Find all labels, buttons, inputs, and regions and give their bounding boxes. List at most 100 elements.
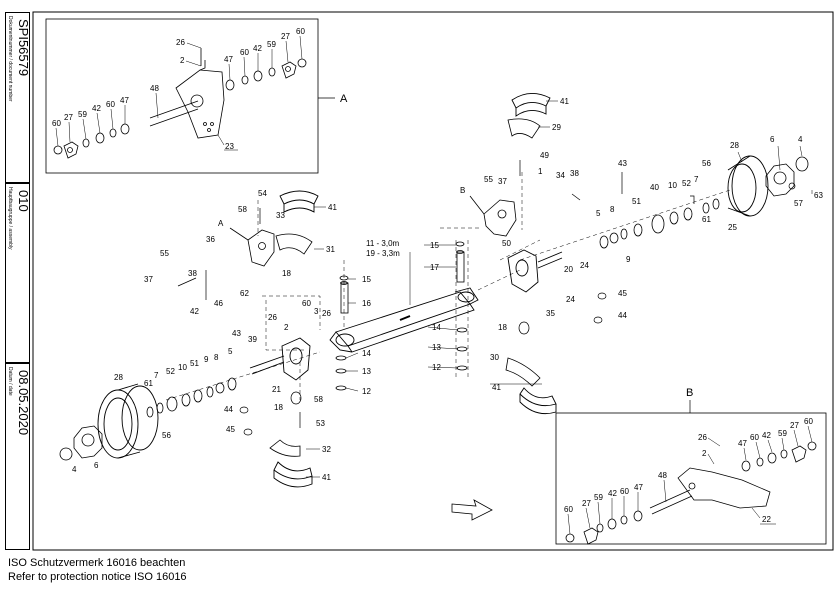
callout-m-7a: 7 (694, 175, 699, 184)
detail-a-frame (45, 18, 319, 174)
callout-m-58a: 58 (238, 205, 247, 214)
callout-m-24b: 24 (566, 295, 575, 304)
callout-m-9a: 9 (626, 255, 631, 264)
brake-lining-31 (275, 233, 313, 255)
detail-a-washers-left (53, 123, 130, 159)
callout-m-1: 1 (538, 167, 543, 176)
callout-m-12b: 12 (362, 387, 371, 396)
callout-m-29: 29 (552, 123, 561, 132)
callout-m-63: 63 (814, 191, 823, 200)
callout-b-42a: 42 (762, 431, 771, 440)
callout-m-53: 53 (316, 419, 325, 428)
callout-m-25: 25 (728, 223, 737, 232)
direction-arrow-icon (451, 499, 493, 521)
callout-m-52b: 52 (166, 367, 175, 376)
fasteners (177, 160, 796, 436)
callout-m-28b: 28 (114, 373, 123, 382)
callout-m-15a: 15 (430, 241, 439, 250)
callout-m-18a: 18 (282, 269, 291, 278)
callout-m-5a: 5 (596, 209, 601, 218)
axle-beam (329, 287, 479, 353)
callout-m-33: 33 (276, 211, 285, 220)
callout-a-48: 48 (150, 84, 159, 93)
bracket-a (229, 227, 275, 267)
callout-m-51a: 51 (632, 197, 641, 206)
callout-m-41b: 41 (328, 203, 337, 212)
callout-b-42b: 42 (608, 489, 617, 498)
detail-b-callouts: 26 2 47 60 42 59 27 60 48 60 27 59 42 60… (564, 417, 813, 524)
main-leaders (306, 100, 813, 478)
callout-m-43b: 43 (232, 329, 241, 338)
callout-m-20: 20 (564, 265, 573, 274)
callout-m-55b: 55 (160, 249, 169, 258)
main-group: 010 (16, 190, 31, 212)
callout-a-47b: 47 (120, 96, 129, 105)
date-label: Datum / date (7, 367, 13, 396)
callout-m-24a: 24 (580, 261, 589, 270)
protection-notice-en: Refer to protection notice ISO 16016 (8, 571, 187, 583)
callout-m-13b: 13 (362, 367, 371, 376)
callout-b-60c: 60 (564, 505, 573, 514)
callout-a: A (218, 219, 224, 228)
axle-length-1: 11 - 3,0m (366, 239, 400, 248)
callout-m-8a: 8 (610, 205, 615, 214)
protection-notice-de: ISO Schutzvermerk 16016 beachten (8, 557, 186, 569)
callout-m-18b: 18 (498, 323, 507, 332)
callout-m-50: 50 (502, 239, 511, 248)
callout-m-26: 26 (268, 313, 277, 322)
assembly-dashed-lines (165, 172, 731, 401)
callout-m-14b: 14 (362, 349, 371, 358)
main-group-label: Hauptbaugruppe / assembly (7, 187, 13, 250)
callout-m-26: 26 (322, 309, 331, 318)
callout-m-41a: 41 (560, 97, 569, 106)
callout-b-60d: 60 (620, 487, 629, 496)
callout-m-30: 30 (490, 353, 499, 362)
date: 08.05.2020 (16, 370, 31, 436)
callout-b-60b: 60 (804, 417, 813, 426)
detail-a-washers-right (225, 58, 307, 91)
document-number: SPI56579 (16, 19, 31, 77)
callout-m-56b: 56 (162, 431, 171, 440)
callout-b: B (460, 186, 465, 195)
callout-m-52a: 52 (682, 179, 691, 188)
callout-b-59b: 59 (594, 493, 603, 502)
hub-right (765, 156, 809, 197)
callout-a-26: 26 (176, 38, 185, 47)
title-block-date: Datum / date 08.05.2020 (5, 363, 31, 550)
callout-a-27a: 27 (281, 32, 290, 41)
callout-m-39: 39 (248, 335, 257, 344)
brake-lining-32 (269, 439, 301, 457)
drawing-frame (32, 11, 834, 551)
callout-b-27b: 27 (582, 499, 591, 508)
callout-m-38a: 38 (570, 169, 579, 178)
callout-m-45a: 45 (618, 289, 627, 298)
callout-m-37a: 37 (498, 177, 507, 186)
brake-drum-left (97, 383, 159, 459)
callout-b-47b: 47 (634, 483, 643, 492)
callout-m-56a: 56 (702, 159, 711, 168)
callout-m-40: 40 (650, 183, 659, 192)
callout-m-51b: 51 (190, 359, 199, 368)
callout-m-35: 35 (546, 309, 555, 318)
detail-b-washers (565, 441, 817, 545)
brake-shoe-bottom-right (519, 387, 557, 415)
callout-m-6b: 6 (94, 461, 99, 470)
callout-b-48: 48 (658, 471, 667, 480)
callout-a-60b: 60 (296, 27, 305, 36)
callout-m-15b: 15 (362, 275, 371, 284)
callout-m-4a: 4 (798, 135, 803, 144)
callout-b-2: 2 (702, 449, 707, 458)
callout-m-7b: 7 (154, 371, 159, 380)
callout-m-8b: 8 (214, 353, 219, 362)
detail-a-label: A (340, 93, 348, 105)
callout-m-28a: 28 (730, 141, 739, 150)
callout-m-34: 34 (556, 171, 565, 180)
callout-m-32: 32 (322, 445, 331, 454)
callout-m-6a: 6 (770, 135, 775, 144)
spacer-stack-left (335, 275, 349, 391)
callout-m-4b: 4 (72, 465, 77, 474)
callout-m-46: 46 (214, 299, 223, 308)
callout-m-58b: 58 (314, 395, 323, 404)
callout-b-26: 26 (698, 433, 707, 442)
